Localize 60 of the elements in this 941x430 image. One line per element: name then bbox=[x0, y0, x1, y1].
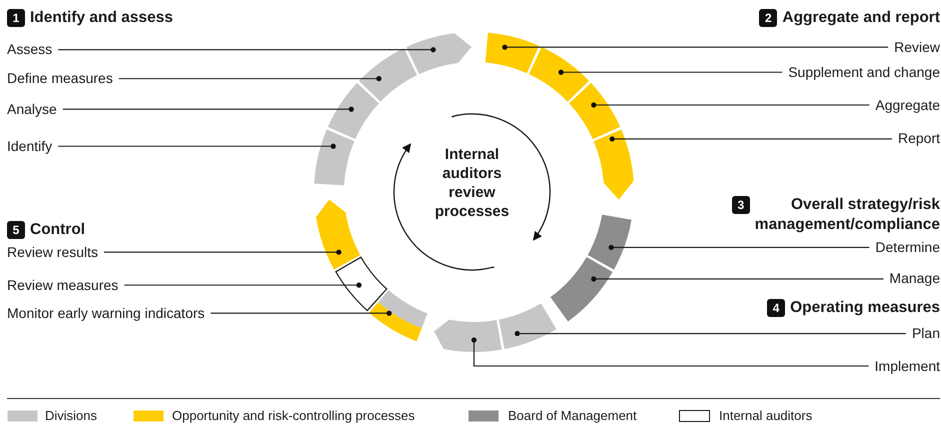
leader-line bbox=[591, 276, 884, 282]
step-label: Implement bbox=[874, 358, 940, 374]
leader-line bbox=[118, 76, 382, 82]
step-label: Plan bbox=[912, 325, 940, 342]
ring-segment bbox=[328, 82, 379, 140]
ring-segment bbox=[358, 48, 417, 102]
leader-line bbox=[471, 337, 869, 367]
step-label: Supplement and change bbox=[788, 64, 940, 81]
leader-line bbox=[558, 70, 782, 75]
section-heading: Overall strategy/risk management/compliance bbox=[754, 195, 940, 235]
ring-segment bbox=[434, 320, 502, 352]
step-label: Define measures bbox=[7, 70, 113, 88]
legend-label: Opportunity and risk-controlling processes bbox=[172, 408, 415, 424]
leader-line bbox=[58, 47, 436, 52]
ring-segment bbox=[528, 47, 590, 102]
leader-line bbox=[608, 244, 870, 250]
leader-line bbox=[591, 102, 870, 108]
ring-segment bbox=[406, 33, 472, 74]
section-heading: Operating measures bbox=[790, 298, 940, 318]
step-number: 5 bbox=[7, 221, 25, 239]
legend-label: Divisions bbox=[45, 408, 98, 424]
ring-segment bbox=[485, 32, 540, 74]
legend-label: Internal auditors bbox=[719, 408, 812, 424]
step-label: Review measures bbox=[7, 276, 118, 294]
ring-segment bbox=[314, 129, 354, 186]
step-label: Assess bbox=[7, 41, 52, 58]
ring-segment bbox=[369, 290, 428, 342]
step-label: Determine bbox=[875, 238, 940, 256]
step-number: 1 bbox=[7, 9, 25, 27]
step-number: 4 bbox=[767, 299, 786, 317]
ring-segment bbox=[588, 214, 632, 270]
step-label: Report bbox=[898, 130, 940, 148]
ring-segment bbox=[316, 200, 360, 270]
step-number: 3 bbox=[732, 196, 750, 214]
leader-line bbox=[104, 250, 342, 255]
ring-segment bbox=[335, 256, 388, 312]
leader-line bbox=[124, 282, 362, 288]
step-label: Manage bbox=[889, 270, 940, 288]
step-label: Review results bbox=[7, 244, 98, 261]
leader-line bbox=[210, 310, 392, 316]
leader-line bbox=[610, 136, 892, 142]
ring-segment bbox=[569, 82, 620, 140]
leader-line bbox=[514, 330, 906, 336]
step-number: 2 bbox=[759, 9, 778, 27]
ring-segment bbox=[594, 129, 634, 200]
section-heading: Identify and assess bbox=[30, 8, 174, 28]
ring-segment bbox=[498, 303, 556, 350]
leader-line bbox=[62, 106, 354, 112]
step-label: Analyse bbox=[7, 100, 57, 118]
step-label: Monitor early warning indicators bbox=[7, 304, 205, 322]
step-label: Aggregate bbox=[875, 96, 940, 114]
section-heading: Control bbox=[30, 220, 86, 240]
ring-segment bbox=[550, 257, 613, 322]
step-label: Identify bbox=[7, 138, 52, 155]
leader-line bbox=[58, 144, 336, 149]
legend-label: Board of Management bbox=[508, 408, 637, 424]
leader-line bbox=[502, 44, 888, 50]
section-heading: Aggregate and report bbox=[782, 8, 940, 28]
step-label: Review bbox=[894, 38, 940, 56]
center-text: Internal auditors review processes bbox=[434, 145, 510, 221]
